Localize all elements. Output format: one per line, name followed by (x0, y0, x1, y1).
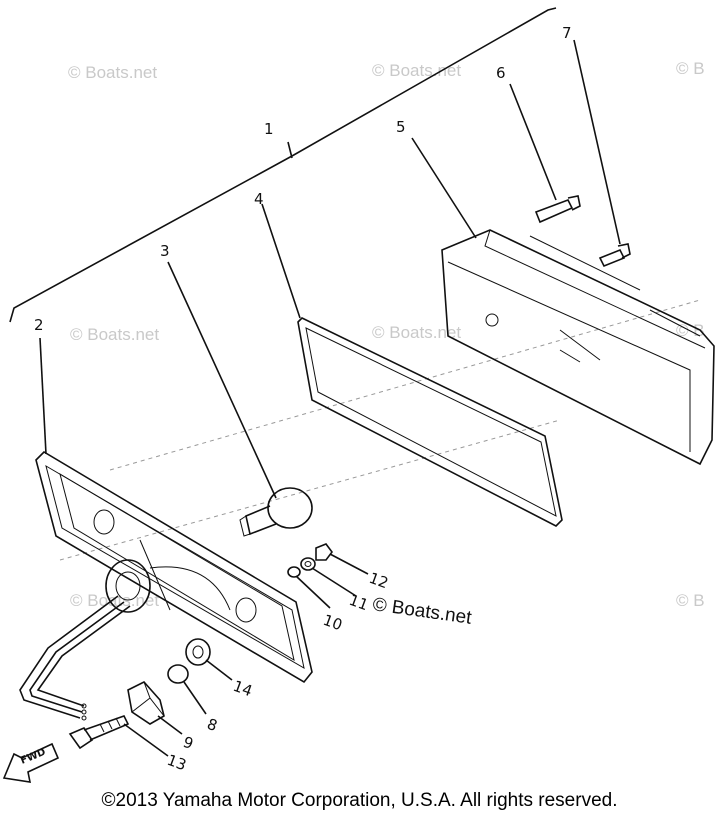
screw-short (598, 243, 631, 268)
brand-mark: © Boats.net (371, 594, 473, 629)
nut-12 (315, 543, 333, 561)
gasket (297, 317, 563, 527)
leader-line (167, 261, 277, 499)
washer-11 (300, 557, 316, 571)
callout-7: 7 (562, 24, 572, 42)
fwd-label: FWD (19, 747, 47, 767)
callout-14: 14 (231, 677, 255, 700)
watermark: © Boats.net (68, 63, 157, 82)
assembly-axis (109, 299, 701, 471)
callout-1: 1 (264, 120, 274, 138)
base-housing (35, 450, 313, 684)
leader-line (261, 203, 301, 319)
bulb (239, 487, 313, 537)
watermark: © B (676, 59, 705, 78)
fwd-arrow-icon: FWD (2, 742, 60, 783)
leader-line (573, 39, 621, 245)
leader-line (287, 141, 293, 159)
leader-line (183, 681, 207, 715)
screw-long (534, 195, 581, 224)
assembly-axis (59, 419, 561, 561)
callout-12: 12 (367, 569, 391, 592)
leader-line (311, 567, 357, 597)
callout-3: 3 (160, 242, 170, 260)
leader-line (509, 83, 557, 201)
wire-harness (19, 595, 131, 721)
grommet-14 (185, 638, 211, 666)
callout-8: 8 (205, 715, 220, 735)
copyright-notice: ©2013 Yamaha Motor Corporation, U.S.A. A… (101, 790, 618, 811)
leader-line (39, 337, 47, 455)
callout-11: 11 (347, 591, 371, 614)
callout-2: 2 (34, 316, 44, 334)
group-bracket (9, 7, 557, 323)
spacer-8 (167, 664, 189, 684)
callout-4: 4 (254, 190, 264, 208)
lens-housing (441, 229, 715, 466)
leader-line (123, 723, 169, 757)
leader-line (295, 575, 331, 609)
callout-10: 10 (321, 611, 345, 634)
callout-5: 5 (396, 118, 406, 136)
watermark: © B (676, 591, 705, 610)
washer-10 (287, 566, 301, 578)
watermark: © Boats.net (372, 61, 461, 80)
leader-line (157, 715, 183, 735)
leader-line (329, 553, 369, 575)
watermark: © Boats.net (70, 325, 159, 344)
leader-line (411, 137, 477, 239)
cushion-9 (127, 681, 165, 725)
callout-13: 13 (165, 751, 189, 774)
callout-6: 6 (496, 64, 506, 82)
watermark: © Boats.net (372, 323, 461, 342)
callout-9: 9 (181, 733, 196, 753)
bolt-13 (68, 715, 130, 750)
leader-line (205, 659, 233, 681)
